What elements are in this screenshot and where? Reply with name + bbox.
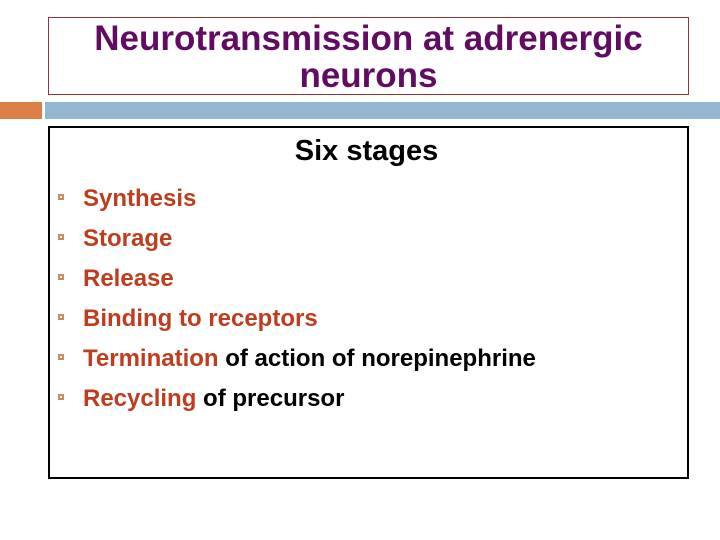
bullet-emphasis-text: Synthesis xyxy=(83,185,197,212)
square-bullet-icon xyxy=(58,234,64,240)
bullet-emphasis-text: Release xyxy=(83,265,174,292)
slide-title-box: Neurotransmission at adrenergic neurons xyxy=(48,17,689,95)
section-heading: Six stages xyxy=(294,135,439,167)
bullet-list: Synthesis Storage Release Binding to rec… xyxy=(56,179,677,419)
bullet-rest-text: of precursor xyxy=(196,385,345,412)
bullet-rest-text: of action of norepinephrine xyxy=(218,345,536,372)
slide-title-line-2: neurons xyxy=(299,56,438,95)
list-item: Recycling of precursor xyxy=(56,379,677,419)
square-bullet-icon xyxy=(58,314,64,320)
square-bullet-icon xyxy=(58,194,64,200)
blue-accent-bar xyxy=(45,102,720,119)
slide-content-box: Six stages Synthesis Storage Release Bin… xyxy=(48,126,689,479)
square-bullet-icon xyxy=(58,274,64,280)
list-item: Storage xyxy=(56,219,677,259)
orange-accent-bar xyxy=(0,102,42,119)
bullet-emphasis-text: Storage xyxy=(83,225,173,252)
bullet-emphasis-text: Binding to receptors xyxy=(83,305,318,332)
list-item: Termination of action of norepinephrine xyxy=(56,339,677,379)
square-bullet-icon xyxy=(58,354,64,360)
list-item: Binding to receptors xyxy=(56,299,677,339)
list-item: Synthesis xyxy=(56,179,677,219)
square-bullet-icon xyxy=(58,394,64,400)
slide-title-line-1: Neurotransmission at adrenergic xyxy=(94,19,643,58)
bullet-emphasis-text: Termination xyxy=(83,345,219,372)
list-item: Release xyxy=(56,259,677,299)
bullet-emphasis-text: Recycling xyxy=(83,385,197,412)
